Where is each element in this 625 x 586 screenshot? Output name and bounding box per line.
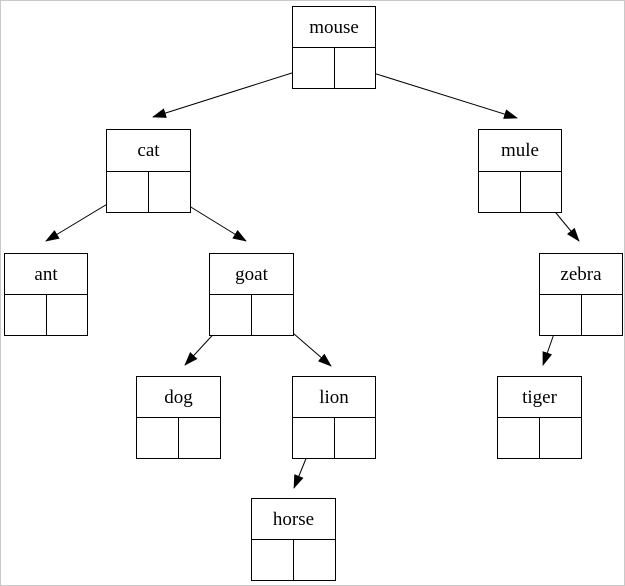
right-pointer-cell: [582, 295, 623, 335]
node-pointer-row: [5, 295, 87, 335]
right-pointer-cell: [47, 295, 88, 335]
node-label: lion: [293, 377, 375, 418]
node-label: ant: [5, 254, 87, 295]
node-pointer-row: [293, 418, 375, 458]
node-label: dog: [137, 377, 220, 418]
tree-node-ant: ant: [4, 253, 88, 336]
node-pointer-row: [293, 48, 375, 88]
left-pointer-cell: [252, 540, 294, 580]
tree-node-dog: dog: [136, 376, 221, 459]
tree-node-mule: mule: [478, 129, 562, 213]
node-pointer-row: [210, 295, 293, 335]
node-label: goat: [210, 254, 293, 295]
left-pointer-cell: [107, 171, 149, 212]
right-pointer-cell: [335, 48, 376, 88]
node-pointer-row: [540, 295, 622, 335]
left-pointer-cell: [540, 295, 582, 335]
node-label: mule: [479, 130, 561, 172]
left-pointer-cell: [210, 295, 252, 335]
tree-node-zebra: zebra: [539, 253, 623, 336]
tree-node-tiger: tiger: [497, 376, 582, 459]
left-pointer-cell: [479, 171, 521, 212]
left-pointer-cell: [293, 48, 335, 88]
edge-mouse-right-to-mule: [353, 66, 518, 119]
left-pointer-cell: [5, 295, 47, 335]
right-pointer-cell: [179, 418, 220, 458]
right-pointer-cell: [294, 540, 335, 580]
right-pointer-cell: [521, 172, 562, 213]
node-label: zebra: [540, 254, 622, 295]
tree-node-mouse: mouse: [292, 6, 376, 89]
right-pointer-cell: [540, 418, 581, 458]
left-pointer-cell: [293, 418, 335, 458]
node-label: cat: [107, 130, 190, 172]
node-pointer-row: [498, 418, 581, 458]
edge-mouse-left-to-cat: [152, 65, 315, 118]
node-pointer-row: [479, 171, 562, 213]
node-label: mouse: [293, 7, 375, 48]
left-pointer-cell: [498, 418, 540, 458]
node-label: horse: [252, 499, 335, 540]
tree-node-horse: horse: [251, 498, 336, 581]
node-label: tiger: [498, 377, 581, 418]
right-pointer-cell: [252, 295, 293, 335]
node-pointer-row: [107, 171, 190, 213]
left-pointer-cell: [137, 418, 179, 458]
tree-node-lion: lion: [292, 376, 376, 459]
tree-node-cat: cat: [106, 129, 191, 213]
right-pointer-cell: [335, 418, 376, 458]
node-pointer-row: [252, 540, 335, 580]
tree-node-goat: goat: [209, 253, 294, 336]
right-pointer-cell: [149, 172, 190, 213]
node-pointer-row: [137, 418, 220, 458]
